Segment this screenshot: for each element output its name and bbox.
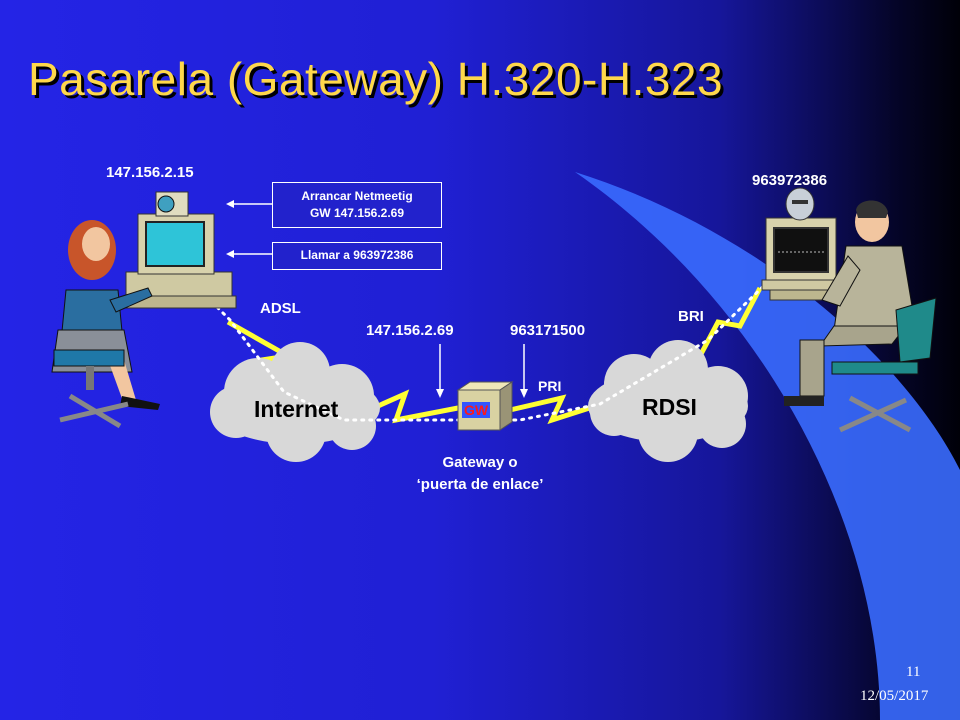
rdsi-label: RDSI	[642, 394, 697, 420]
callee-number-label: 963972386	[752, 172, 828, 189]
callout-call-number: Llamar a 963972386	[272, 242, 442, 270]
callee-computer	[761, 217, 851, 301]
gateway-box-label: GW	[462, 402, 491, 418]
pri-link-zigzag	[509, 394, 603, 425]
gateway-caption: Gateway o ‘puerta de enlace’	[380, 452, 580, 496]
rdsi-cloud	[588, 340, 748, 462]
callout-start-line2: GW 147.156.2.69	[309, 206, 405, 220]
callee-camera	[785, 187, 815, 221]
gateway-caption-line2: ‘puerta de enlace’	[416, 476, 544, 493]
slide-title: Pasarela (Gateway) H.320-H.323	[28, 53, 724, 105]
caller-camera	[155, 191, 189, 217]
callout-start-netmeeting: Arrancar Netmeetig GW 147.156.2.69	[272, 182, 442, 228]
pri-label: PRI	[538, 378, 562, 394]
adsl-label: ADSL	[260, 300, 301, 317]
slide-date: 12/05/2017	[860, 688, 929, 704]
gateway-caption-line1: Gateway o	[442, 454, 518, 471]
caller-computer	[125, 213, 237, 309]
gateway-arrows	[436, 344, 528, 398]
gateway-number-label: 963171500	[510, 322, 586, 339]
bri-label: BRI	[678, 308, 704, 325]
internet-gw-link-zigzag	[358, 389, 459, 424]
callee-person	[784, 200, 937, 433]
callout-start-line1: Arrancar Netmeetig	[301, 189, 413, 203]
callout-call-line: Llamar a 963972386	[300, 248, 414, 262]
gateway-ip-label: 147.156.2.69	[366, 322, 454, 339]
internet-label: Internet	[254, 396, 339, 422]
callout-arrows	[226, 200, 272, 258]
caller-ip-label: 147.156.2.15	[106, 164, 194, 181]
caller-person	[51, 220, 160, 429]
decorative-swoosh	[575, 172, 960, 720]
page-number: 11	[906, 664, 921, 680]
internet-cloud	[210, 342, 380, 462]
